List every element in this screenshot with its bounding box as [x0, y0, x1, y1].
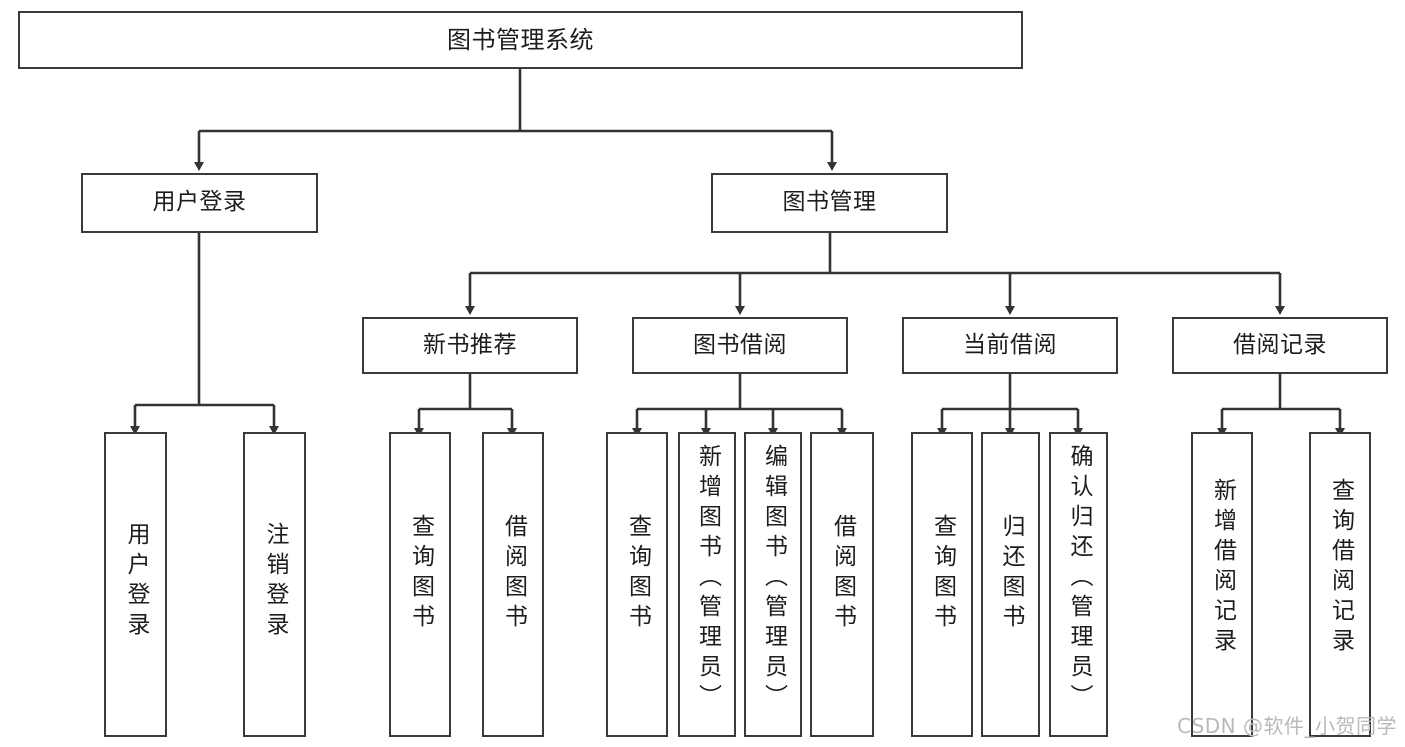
- node-label: 查询借阅记录: [1327, 478, 1354, 658]
- node-label: 查询图书: [929, 514, 956, 634]
- leaf-logout[interactable]: 注销登录: [243, 432, 306, 737]
- leaf-borrow-book[interactable]: 借阅图书: [810, 432, 874, 737]
- node-label: 图书借阅: [693, 331, 787, 358]
- leaf-query-borrow-record[interactable]: 查询借阅记录: [1309, 432, 1371, 737]
- node-label: 新增借阅记录: [1209, 478, 1236, 658]
- node-borrow-records[interactable]: 借阅记录: [1172, 317, 1388, 374]
- node-label: 注销登录: [262, 522, 288, 642]
- node-book-borrow[interactable]: 图书借阅: [632, 317, 848, 374]
- leaf-add-borrow-record[interactable]: 新增借阅记录: [1191, 432, 1253, 737]
- node-label: 图书管理: [782, 189, 877, 216]
- node-new-book-recommend[interactable]: 新书推荐: [362, 317, 578, 374]
- node-label: 查询图书: [407, 514, 434, 634]
- node-label: 编辑图书（管理员）: [760, 444, 787, 714]
- node-root[interactable]: 图书管理系统: [18, 11, 1023, 69]
- node-label: 新书推荐: [423, 331, 517, 358]
- node-label: 确认归还（管理员）: [1066, 444, 1092, 714]
- node-current-borrow[interactable]: 当前借阅: [902, 317, 1118, 374]
- node-label: 图书管理系统: [447, 25, 594, 54]
- leaf-return-book[interactable]: 归还图书: [981, 432, 1040, 737]
- node-label: 查询图书: [624, 514, 651, 634]
- node-label: 用户登录: [123, 522, 149, 642]
- node-user-login[interactable]: 用户登录: [81, 173, 318, 233]
- leaf-query-book-borrow[interactable]: 查询图书: [606, 432, 668, 737]
- leaf-user-login[interactable]: 用户登录: [104, 432, 167, 737]
- node-book-management[interactable]: 图书管理: [711, 173, 948, 233]
- node-label: 当前借阅: [963, 331, 1057, 358]
- leaf-borrow-book-new[interactable]: 借阅图书: [482, 432, 544, 737]
- leaf-query-book-current[interactable]: 查询图书: [911, 432, 973, 737]
- node-label: 借阅记录: [1233, 331, 1327, 358]
- leaf-confirm-return-admin[interactable]: 确认归还（管理员）: [1049, 432, 1108, 737]
- node-label: 借阅图书: [500, 514, 527, 634]
- leaf-add-book-admin[interactable]: 新增图书（管理员）: [678, 432, 736, 737]
- node-label: 新增图书（管理员）: [694, 444, 721, 714]
- node-label: 归还图书: [998, 514, 1024, 634]
- leaf-query-book-new[interactable]: 查询图书: [389, 432, 451, 737]
- node-label: 用户登录: [152, 189, 247, 216]
- leaf-edit-book-admin[interactable]: 编辑图书（管理员）: [744, 432, 802, 737]
- node-label: 借阅图书: [829, 514, 856, 634]
